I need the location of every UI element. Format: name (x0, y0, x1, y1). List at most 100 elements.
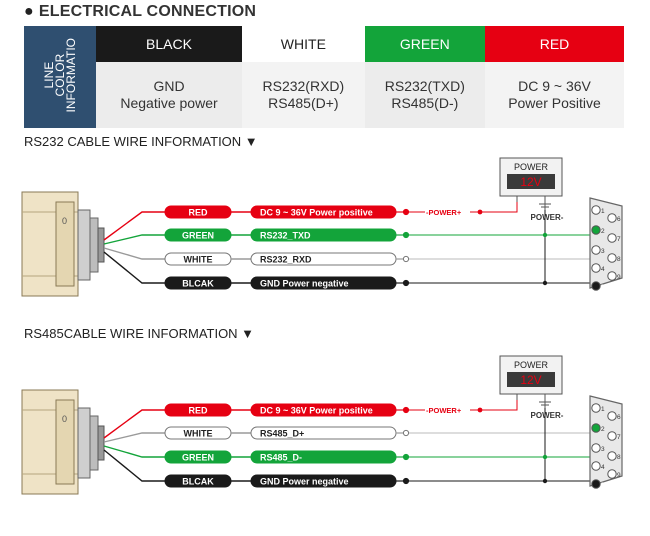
cable-exit (97, 227, 105, 263)
junction-dot (542, 232, 548, 238)
wire-line (103, 234, 165, 245)
connector-face (55, 201, 75, 287)
db9-pin (591, 281, 601, 291)
db9-pin-number: 7 (617, 236, 621, 243)
db9-pin-number: 8 (617, 454, 621, 461)
power-plus-dot (477, 407, 483, 413)
wire-function-label: GND Power negative (260, 279, 349, 289)
db9-pin (591, 263, 601, 273)
wire-color-label: WHITE (184, 255, 213, 265)
db9-pin-number: 2 (601, 426, 605, 433)
db9-pin-number: 1 (601, 406, 605, 413)
connector-nut (77, 407, 91, 479)
wire-function-label: RS232_TXD (260, 231, 311, 241)
wire-color-label: GREEN (182, 453, 214, 463)
row-header-text: LINE COLOR INFORMATIO (41, 38, 78, 113)
section-title-text: ELECTRICAL CONNECTION (38, 3, 257, 20)
wire-line (103, 445, 165, 458)
connector-mark: 0 (62, 414, 67, 424)
power-plus-label: -POWER+ (426, 406, 462, 415)
power-display (507, 372, 555, 387)
db9-pin (591, 225, 601, 235)
wire-color-label: GREEN (182, 231, 214, 241)
desc-line1: DC 9 ~ 36V (518, 78, 591, 94)
table-row-header: LINE COLOR INFORMATIO (24, 26, 96, 128)
wire-end-dot (402, 429, 410, 437)
column-header-red: RED (484, 26, 624, 62)
db9-pin-number: 5 (601, 284, 605, 291)
connector-nut-inner (89, 415, 99, 471)
db9-pin (591, 205, 601, 215)
wire-end-dot (402, 279, 410, 287)
connector-face (55, 399, 75, 485)
section-title: ●ELECTRICAL CONNECTION (24, 3, 256, 21)
junction-dot (542, 454, 548, 460)
wire-line (103, 211, 165, 241)
wire-function-label: RS232_RXD (260, 255, 312, 265)
connector-nut (77, 209, 91, 281)
db9-pin (607, 271, 617, 281)
db9-pin-number: 3 (601, 446, 605, 453)
desc-line2: RS485(D+) (268, 95, 339, 111)
wire-function-label: DC 9 ~ 36V Power positive (260, 208, 373, 218)
wire-end-dot (402, 208, 410, 216)
desc-line1: GND (153, 78, 185, 94)
db9-pin-number: 4 (601, 266, 605, 273)
wire-color-label: RED (188, 406, 208, 416)
junction-dot (542, 478, 548, 484)
db9-pin-number: 4 (601, 464, 605, 471)
power-plus-wire (482, 400, 518, 411)
db9-pin-number: 6 (617, 414, 621, 421)
desc-line2: RS485(D-) (391, 95, 459, 111)
wire-line (103, 251, 165, 284)
db9-pin (607, 469, 617, 479)
wire-end-dot (402, 453, 410, 461)
db9-pin-number: 9 (617, 274, 621, 281)
db9-pin-number: 8 (617, 256, 621, 263)
db9-pin (607, 233, 617, 243)
desc-line2: Negative power (120, 95, 218, 111)
wire-function-label: GND Power negative (260, 477, 349, 487)
wire-end-dot (402, 406, 410, 414)
db9-pin (607, 213, 617, 223)
db9-pin (607, 253, 617, 263)
db9-pin (607, 431, 617, 441)
wire-line (103, 449, 165, 482)
power-label: POWER (514, 360, 549, 370)
db9-pin (591, 423, 601, 433)
wire-end-dot (402, 255, 410, 263)
power-display (507, 174, 555, 189)
column-header-green: GREEN (364, 26, 485, 62)
column-desc-green: RS232(TXD)RS485(D-) (364, 62, 485, 128)
wire-color-label: BLCAK (182, 279, 214, 289)
db9-pin (591, 443, 601, 453)
wire-color-table: LINE COLOR INFORMATIO BLACK WHITE GREEN … (24, 26, 624, 128)
connector-nut-inner (89, 217, 99, 273)
connector-mark: 0 (62, 216, 67, 226)
db9-pin (607, 411, 617, 421)
db9-pin (591, 461, 601, 471)
column-header-black: BLACK (96, 26, 243, 62)
wire-line (103, 247, 165, 260)
db9-pin (591, 403, 601, 413)
db9-pin-number: 9 (617, 472, 621, 479)
desc-line1: RS232(RXD) (262, 78, 345, 94)
column-desc-white: RS232(RXD)RS485(D+) (242, 62, 365, 128)
db9-pin (591, 479, 601, 489)
power-value: 12V (520, 175, 541, 189)
db9-pin-number: 2 (601, 228, 605, 235)
wire-end-dot (402, 477, 410, 485)
db9-pin-number: 5 (601, 482, 605, 489)
rs485-heading: RS485CABLE WIRE INFORMATION ▼ (24, 326, 255, 341)
wire-function-label: RS485_D+ (260, 429, 304, 439)
power-label: POWER (514, 162, 549, 172)
db9-pin-number: 1 (601, 208, 605, 215)
db9-pin (591, 245, 601, 255)
db9-pin-number: 3 (601, 248, 605, 255)
power-plus-label: -POWER+ (426, 208, 462, 217)
wire-end-dot (402, 231, 410, 239)
